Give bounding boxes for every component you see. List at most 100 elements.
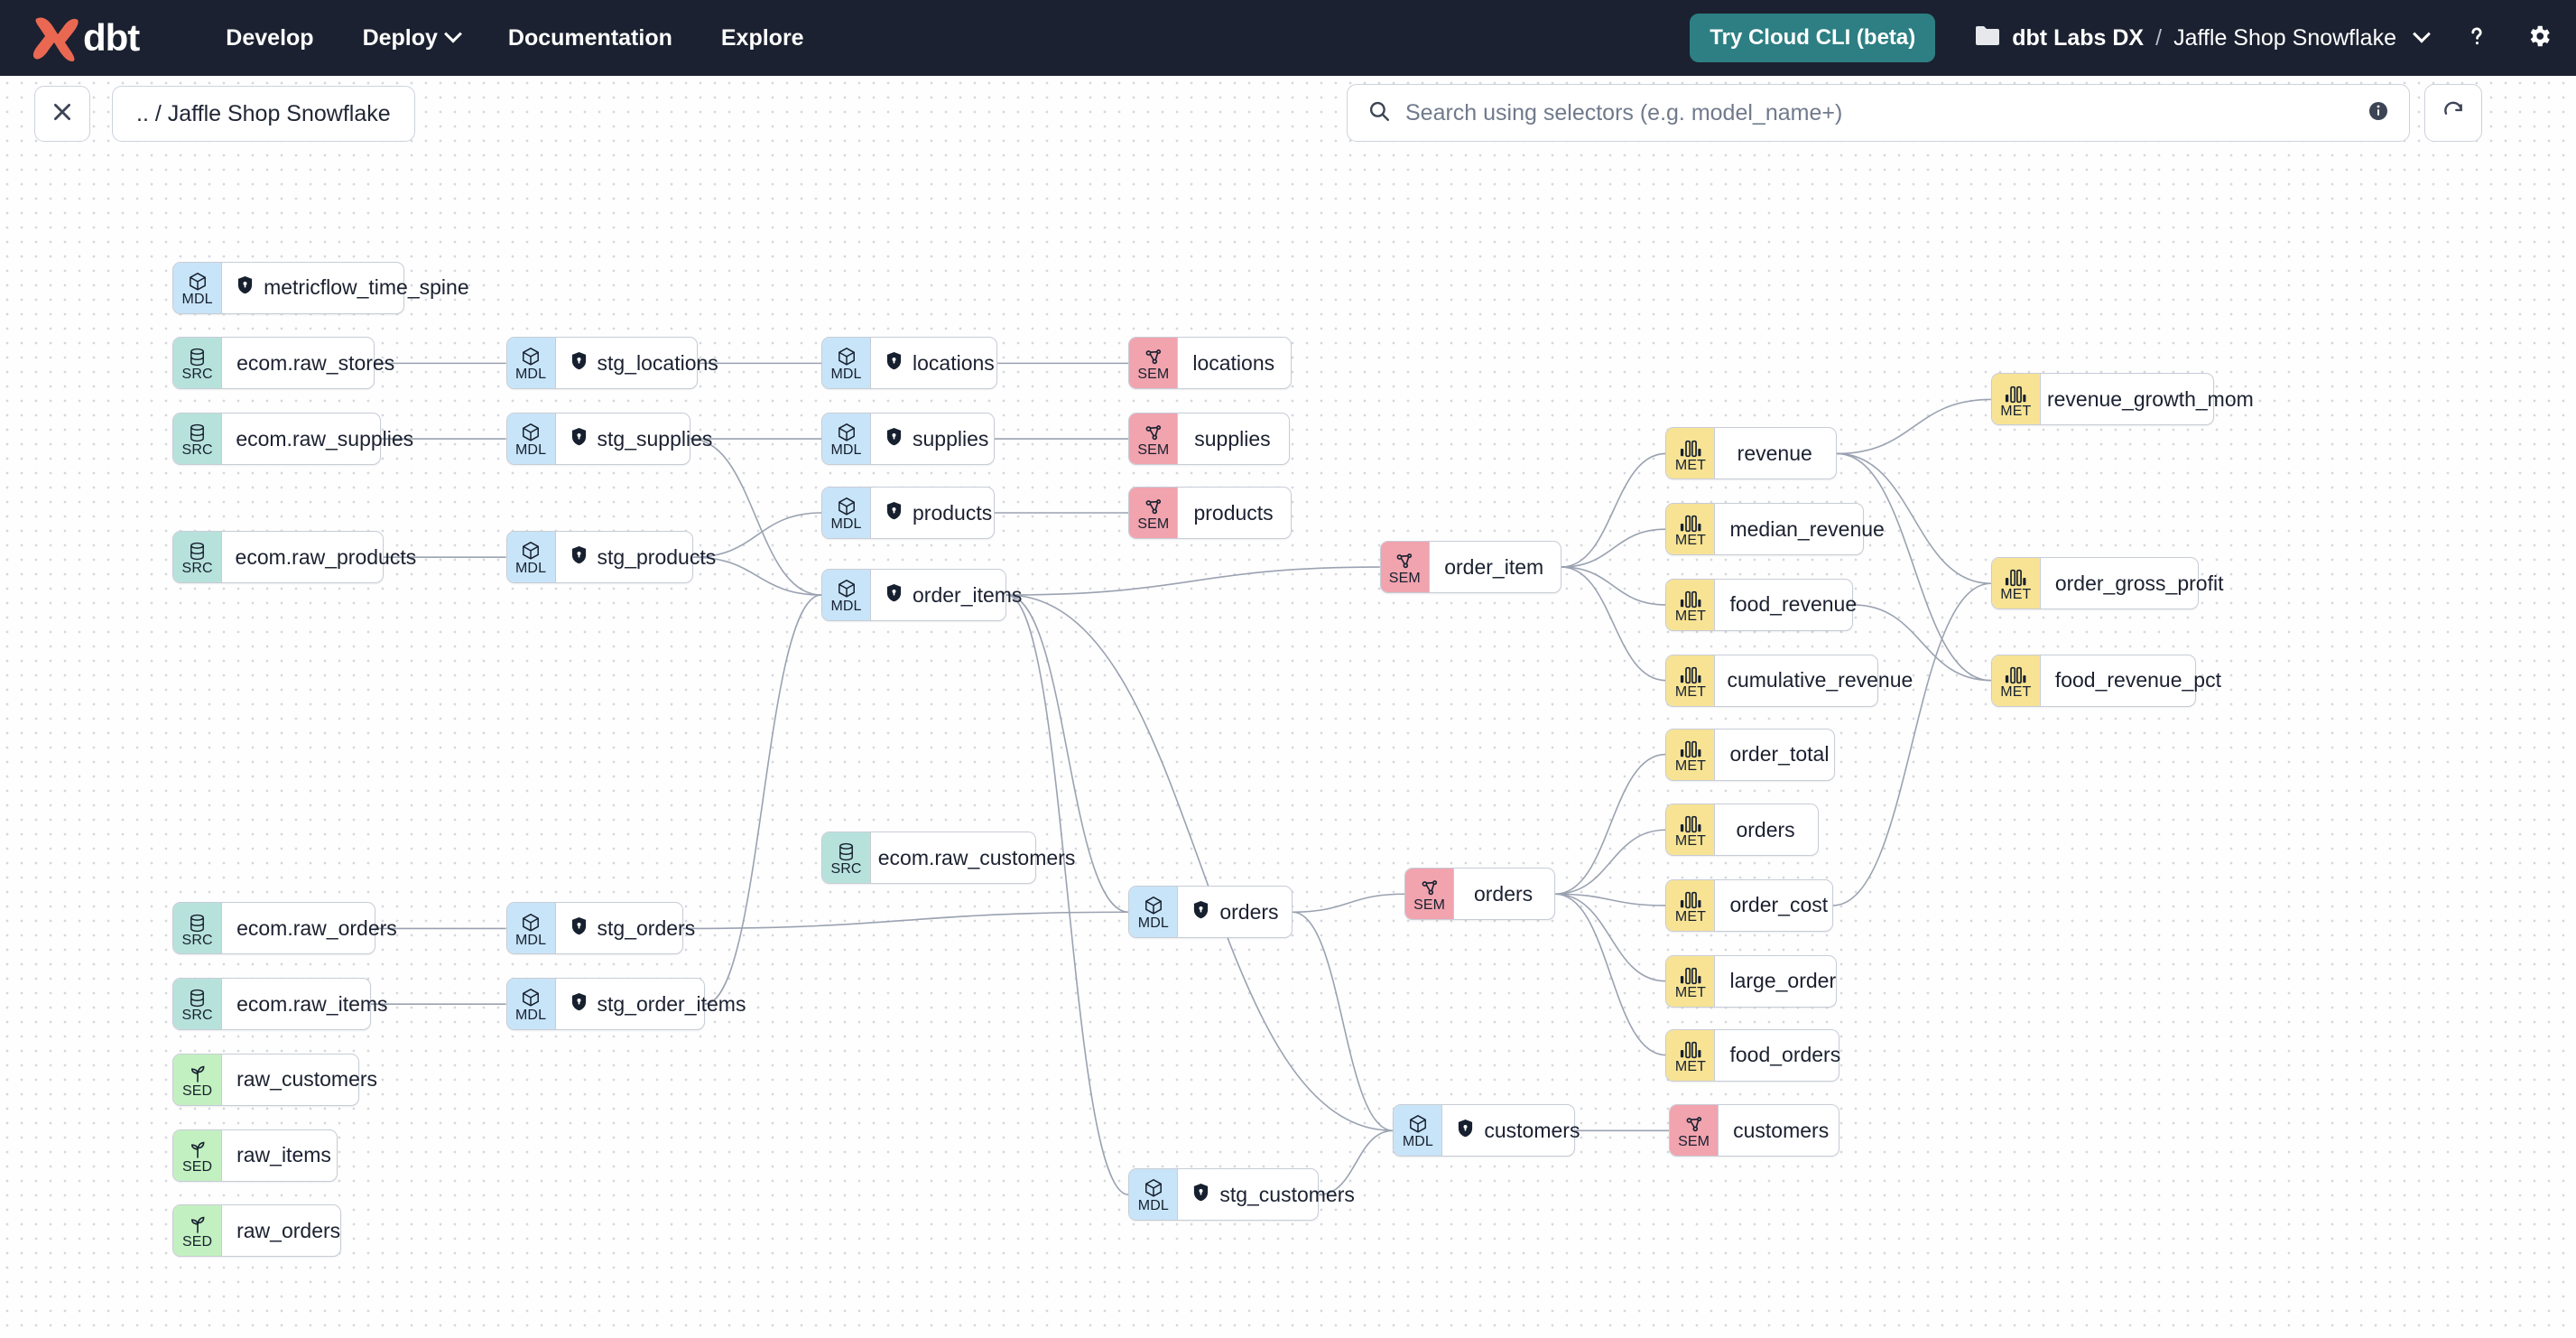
node-label: revenue_growth_mom <box>2046 386 2254 411</box>
node-label-wrap: raw_orders <box>222 1205 357 1256</box>
node-type-badge-sed: SED <box>173 1205 223 1257</box>
node-label: orders <box>1473 881 1534 906</box>
node-label: order_items <box>913 582 1023 607</box>
folder-icon <box>1975 25 2000 51</box>
node-type-badge-sem: SEM <box>1129 413 1179 465</box>
node-type-label: MDL <box>830 367 862 383</box>
node-label-wrap: revenue_growth_mom <box>2041 374 2262 424</box>
node-type-badge-mdl: MDL <box>822 488 871 538</box>
node-label-wrap: order_item <box>1430 542 1561 592</box>
project-name[interactable]: Jaffle Shop Snowflake <box>2173 24 2396 51</box>
try-cloud-cli-button[interactable]: Try Cloud CLI (beta) <box>1690 14 1936 62</box>
node-type-badge-mdl: MDL <box>822 338 871 389</box>
lineage-edge <box>1561 566 1666 682</box>
semantic-graph-icon <box>1419 876 1441 898</box>
node-type-badge-mdl: MDL <box>506 979 556 1030</box>
node-label-wrap: food_revenue_pct <box>2041 655 2238 706</box>
governed-shield-icon <box>885 427 903 451</box>
nav-deploy[interactable]: Deploy <box>363 25 462 51</box>
node-label-wrap: order_gross_profit <box>2041 558 2240 609</box>
account-project-breadcrumb[interactable]: dbt Labs DX / Jaffle Shop Snowflake <box>1975 24 2431 51</box>
lineage-node-order_gross_profit[interactable]: MET order_gross_profit <box>1990 557 2223 610</box>
governed-shield-icon <box>1457 1119 1474 1143</box>
node-type-badge-met: MET <box>1991 558 2041 609</box>
cube-icon <box>836 577 857 599</box>
node-label: locations <box>913 350 995 375</box>
lineage-node-locations_mdl[interactable]: MDL locations <box>821 337 998 390</box>
info-icon[interactable] <box>2368 100 2389 126</box>
lineage-edge <box>1837 452 1991 682</box>
node-label: order_gross_profit <box>2054 571 2224 595</box>
lineage-node-stg_order_items[interactable]: MDL stg_order_items <box>505 978 746 1031</box>
node-type-label: MDL <box>830 599 862 615</box>
node-type-label: MDL <box>515 561 547 577</box>
dbt-logo[interactable]: dbt <box>31 14 140 61</box>
gear-icon[interactable] <box>2525 23 2553 54</box>
search-input[interactable] <box>1405 99 2353 126</box>
close-icon <box>51 100 74 128</box>
close-button[interactable] <box>34 86 90 142</box>
nav-documentation[interactable]: Documentation <box>508 25 672 51</box>
search-box[interactable] <box>1347 84 2410 142</box>
database-icon <box>187 986 208 1008</box>
node-label: stg_order_items <box>597 991 746 1016</box>
node-type-label: MDL <box>515 932 547 948</box>
nav-explore[interactable]: Explore <box>721 25 804 51</box>
breadcrumb-chip[interactable]: .. / Jaffle Shop Snowflake <box>112 86 415 142</box>
database-icon <box>187 911 208 934</box>
nav-develop[interactable]: Develop <box>226 25 313 51</box>
seedling-icon <box>187 1062 208 1084</box>
node-label-wrap: cumulative_revenue <box>1715 655 1926 706</box>
lineage-edge <box>690 438 822 596</box>
semantic-graph-icon <box>1394 549 1415 571</box>
lineage-node-orders_sem[interactable]: SEM orders <box>1404 868 1556 921</box>
help-question-mark-icon[interactable] <box>2464 23 2489 53</box>
node-type-badge-sem: SEM <box>1405 869 1455 920</box>
node-label-wrap: stg_supplies <box>556 413 729 464</box>
refresh-button[interactable] <box>2424 84 2482 142</box>
node-type-label: SRC <box>181 932 213 948</box>
node-type-label: MDL <box>830 516 862 533</box>
node-label-wrap: locations <box>1178 338 1291 388</box>
lineage-node-order_items_mdl[interactable]: MDL order_items <box>821 569 1022 621</box>
nav-documentation-label: Documentation <box>507 24 672 51</box>
node-type-badge-src: SRC <box>173 979 223 1030</box>
project-chevron-down-icon[interactable] <box>2413 24 2431 43</box>
